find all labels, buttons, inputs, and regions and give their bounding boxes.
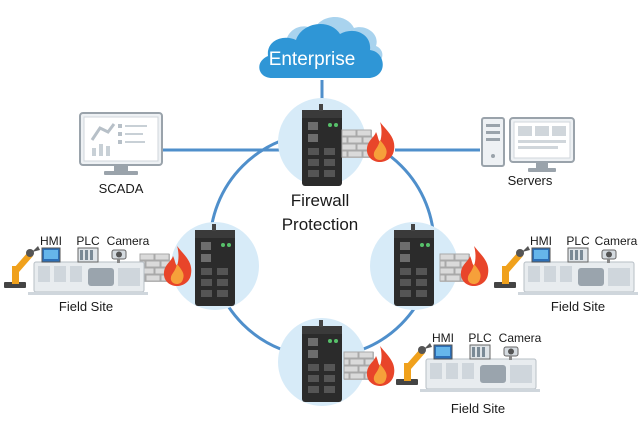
brick-wall-icon xyxy=(341,129,373,159)
center-label-line1: Firewall xyxy=(291,191,350,210)
firewall-top xyxy=(278,98,395,186)
field-site-left: HMI PLC Camera Field Site xyxy=(3,234,150,314)
firewall-right xyxy=(370,222,489,310)
cloud-label: Enterprise xyxy=(269,49,356,70)
servers-label: Servers xyxy=(508,173,553,188)
field-site-equipment xyxy=(395,342,541,393)
center-label-line2: Protection xyxy=(282,215,359,234)
field-site-equipment xyxy=(493,245,639,296)
flame-icon xyxy=(460,246,489,286)
field-site-label: Field Site xyxy=(451,401,505,416)
servers: Servers xyxy=(481,117,575,188)
cloud-icon xyxy=(259,16,383,78)
firewall-device-icon xyxy=(302,104,342,186)
field-site-right: HMI PLC Camera Field Site xyxy=(493,234,639,314)
enterprise-cloud: Enterprise xyxy=(259,16,383,78)
hmi-label: HMI xyxy=(40,234,62,248)
hmi-label: HMI xyxy=(530,234,552,248)
server-icon xyxy=(481,117,505,167)
firewall-left xyxy=(139,222,259,310)
firewall-device-icon xyxy=(195,224,235,306)
scada-label: SCADA xyxy=(99,181,144,196)
monitor-icon xyxy=(79,112,163,175)
firewall-device-icon xyxy=(394,224,434,306)
field-site-bottom: HMI PLC Camera Field Site xyxy=(395,331,542,416)
firewall-bottom xyxy=(278,318,395,406)
camera-label: Camera xyxy=(595,234,638,248)
camera-label: Camera xyxy=(107,234,150,248)
field-site-equipment xyxy=(3,245,149,296)
plc-label: PLC xyxy=(468,331,492,345)
camera-label: Camera xyxy=(499,331,542,345)
monitor-icon xyxy=(509,117,575,172)
hmi-label: HMI xyxy=(432,331,454,345)
field-site-label: Field Site xyxy=(551,299,605,314)
plc-label: PLC xyxy=(76,234,100,248)
flame-icon xyxy=(366,122,395,162)
plc-label: PLC xyxy=(566,234,590,248)
field-site-label: Field Site xyxy=(59,299,113,314)
scada-monitor: SCADA xyxy=(79,112,163,196)
firewall-device-icon xyxy=(302,320,342,402)
